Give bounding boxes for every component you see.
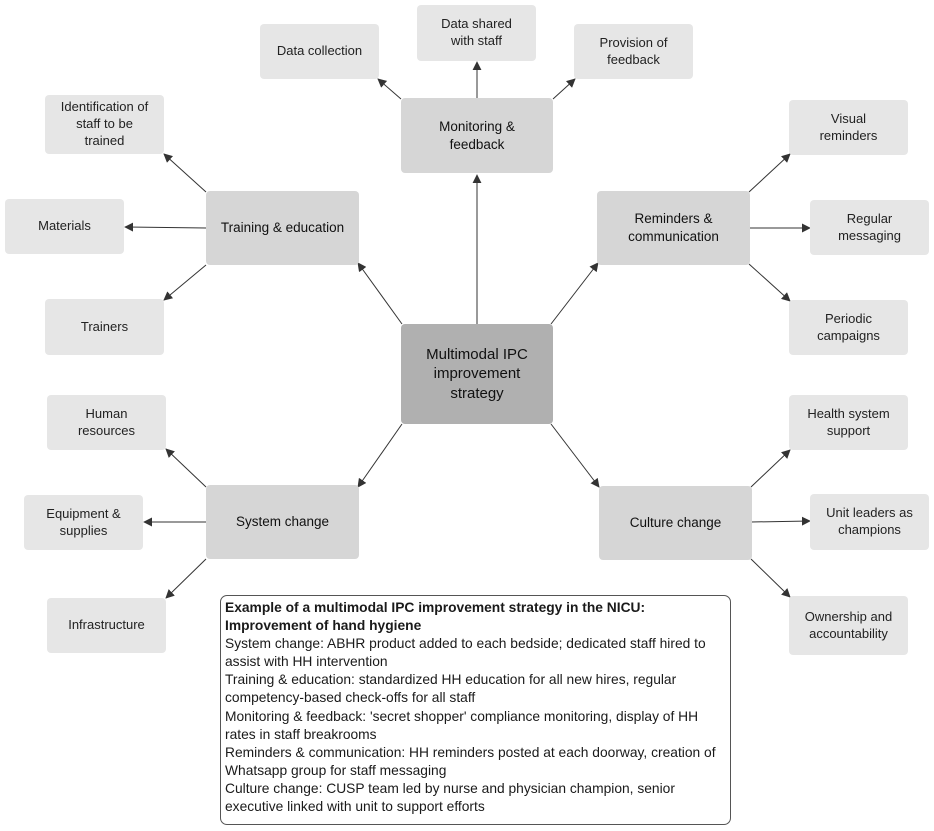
arrow-culture-to-ownership bbox=[750, 558, 791, 598]
arrow-monitoring-to-provision bbox=[552, 78, 576, 100]
leaf-node-ownership-accountability: Ownership and accountability bbox=[789, 596, 908, 655]
leaf-node-regular-messaging: Regular messaging bbox=[810, 200, 929, 255]
leaf-node-infrastructure: Infrastructure bbox=[47, 598, 166, 653]
branch-node-training-education: Training & education bbox=[206, 191, 359, 265]
example-line-culture-change: Culture change: CUSP team led by nurse a… bbox=[225, 780, 675, 815]
leaf-node-provision-feedback: Provision of feedback bbox=[574, 24, 693, 79]
arrow-training-to-trainers bbox=[163, 264, 207, 301]
example-line-reminders-communication: Reminders & communication: HH reminders … bbox=[225, 744, 716, 778]
leaf-node-materials: Materials bbox=[5, 199, 124, 254]
example-title: Example of a multimodal IPC improvement … bbox=[225, 600, 646, 634]
branch-node-monitoring-feedback: Monitoring & feedback bbox=[401, 98, 553, 173]
branch-node-reminders-communication: Reminders & communication bbox=[597, 191, 750, 265]
arrow-culture-to-health-system bbox=[750, 449, 791, 488]
leaf-node-data-collection: Data collection bbox=[260, 24, 379, 79]
leaf-node-health-system-support: Health system support bbox=[789, 395, 908, 450]
arrow-reminders-to-campaigns bbox=[748, 263, 791, 302]
leaf-node-data-shared: Data shared with staff bbox=[417, 5, 536, 61]
arrow-system-to-infrastructure bbox=[165, 558, 207, 599]
arrow-culture-to-unit-leaders bbox=[750, 516, 811, 526]
leaf-node-human-resources: Human resources bbox=[47, 395, 166, 450]
leaf-node-periodic-campaigns: Periodic campaigns bbox=[789, 300, 908, 355]
example-text-box: Example of a multimodal IPC improvement … bbox=[220, 595, 731, 825]
leaf-node-equipment-supplies: Equipment & supplies bbox=[24, 495, 143, 550]
arrow-training-to-identification bbox=[163, 153, 207, 193]
branch-node-culture-change: Culture change bbox=[599, 486, 752, 560]
arrow-system-to-human-resources bbox=[165, 448, 207, 488]
leaf-node-trainers: Trainers bbox=[45, 299, 164, 355]
leaf-node-identification-staff: Identification of staff to be trained bbox=[45, 95, 164, 154]
example-line-training-education: Training & education: standardized HH ed… bbox=[225, 672, 677, 706]
arrow-center-to-training bbox=[357, 262, 403, 325]
example-line-monitoring-feedback: Monitoring & feedback: 'secret shopper' … bbox=[225, 708, 699, 742]
arrow-monitoring-to-data-collection bbox=[377, 78, 402, 100]
arrow-center-to-system bbox=[357, 423, 403, 488]
center-node-multimodal-strategy: Multimodal IPC improvement strategy bbox=[401, 324, 553, 424]
branch-node-system-change: System change bbox=[206, 485, 359, 559]
example-line-system-change: System change: ABHR product added to eac… bbox=[225, 636, 706, 670]
arrow-training-to-materials bbox=[124, 222, 207, 232]
leaf-node-unit-leaders-champions: Unit leaders as champions bbox=[810, 494, 929, 550]
arrow-reminders-to-visual bbox=[748, 153, 791, 193]
arrow-center-to-culture bbox=[550, 423, 600, 488]
arrow-center-to-reminders bbox=[550, 262, 599, 325]
leaf-node-visual-reminders: Visual reminders bbox=[789, 100, 908, 155]
